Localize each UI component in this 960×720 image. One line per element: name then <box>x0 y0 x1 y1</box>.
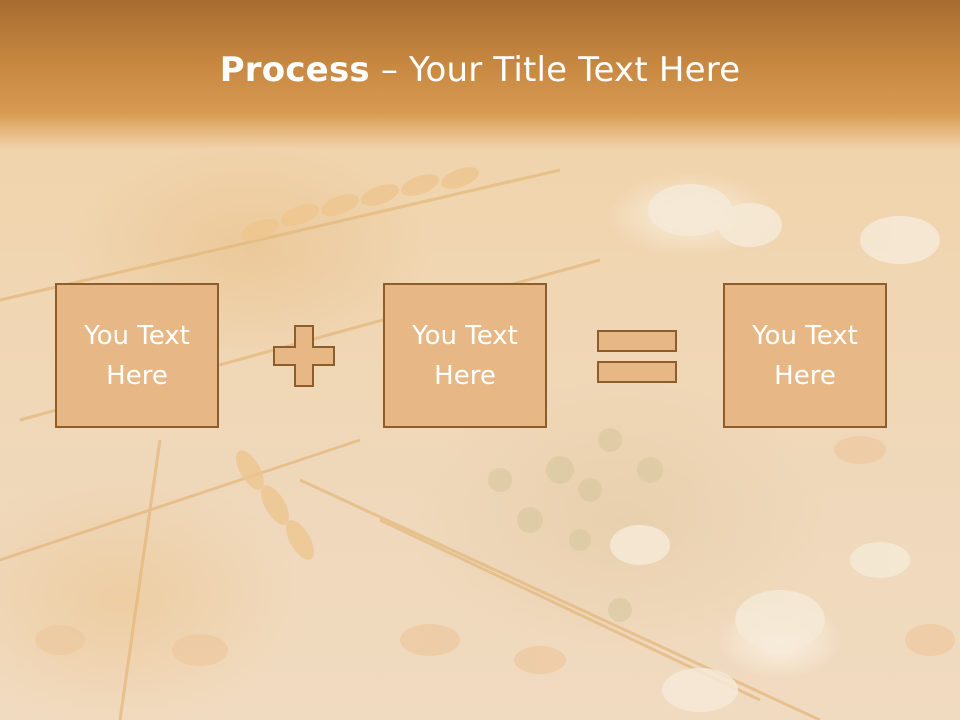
title-rest-text: – Your Title Text Here <box>369 50 741 90</box>
title-banner <box>0 0 960 150</box>
process-box-2-text: You Text Here <box>412 320 518 391</box>
process-box-1[interactable]: You Text Here <box>55 283 219 428</box>
process-box-2[interactable]: You Text Here <box>383 283 547 428</box>
process-box-3[interactable]: You Text Here <box>723 283 887 428</box>
slide-title[interactable]: Process – Your Title Text Here <box>0 50 960 90</box>
process-box-1-text: You Text Here <box>84 320 190 391</box>
equals-icon <box>597 330 677 383</box>
process-box-3-text: You Text Here <box>752 320 858 391</box>
title-bold-text: Process <box>219 50 370 90</box>
plus-icon <box>273 325 335 387</box>
